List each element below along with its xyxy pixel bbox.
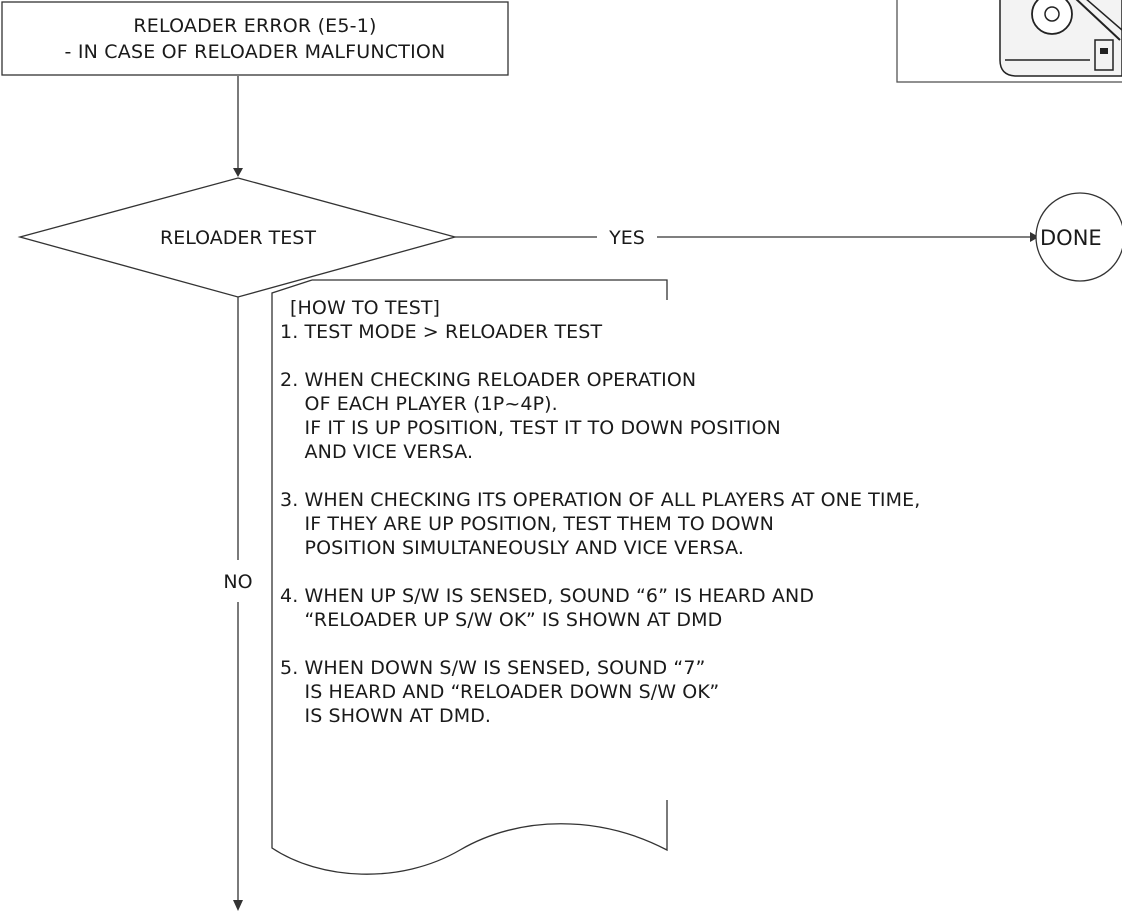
- arrowhead-no: [233, 900, 243, 911]
- step-3-line-3: POSITION SIMULTANEOUSLY AND VICE VERSA.: [280, 537, 744, 559]
- product-thumbnail: [896, 0, 1122, 83]
- done-terminal: [1035, 192, 1122, 282]
- step-4-line-2: “RELOADER UP S/W OK” IS SHOWN AT DMD: [280, 609, 723, 631]
- no-label: NO: [223, 571, 252, 593]
- step-3-line-1: 3. WHEN CHECKING ITS OPERATION OF ALL PL…: [280, 489, 921, 511]
- step-1-line-1: 1. TEST MODE > RELOADER TEST: [280, 321, 603, 343]
- how-to-heading: [HOW TO TEST]: [290, 297, 441, 319]
- arrowhead-decision: [233, 168, 243, 177]
- start-box-text: RELOADER ERROR (E5-1) - IN CASE OF RELOA…: [2, 0, 508, 78]
- start-box-title: RELOADER ERROR (E5-1): [133, 15, 377, 37]
- step-5-line-1: 5. WHEN DOWN S/W IS SENSED, SOUND “7”: [280, 657, 706, 679]
- yes-label: YES: [608, 227, 645, 249]
- how-to-test-note: [HOW TO TEST] 1. TEST MODE > RELOADER TE…: [280, 296, 1100, 728]
- step-2-line-2: OF EACH PLAYER (1P~4P).: [280, 393, 558, 415]
- step-2-line-3: IF IT IS UP POSITION, TEST IT TO DOWN PO…: [280, 417, 781, 439]
- note-shape: [271, 279, 668, 875]
- start-box-subtitle: - IN CASE OF RELOADER MALFUNCTION: [64, 41, 446, 63]
- step-3-line-2: IF THEY ARE UP POSITION, TEST THEM TO DO…: [280, 513, 774, 535]
- done-label: DONE: [1040, 226, 1102, 250]
- step-5-line-2: IS HEARD AND “RELOADER DOWN S/W OK”: [280, 681, 720, 703]
- step-2-line-4: AND VICE VERSA.: [280, 441, 474, 463]
- step-5-line-3: IS SHOWN AT DMD.: [280, 705, 492, 727]
- arrowhead-done: [1030, 232, 1039, 242]
- step-2-line-1: 2. WHEN CHECKING RELOADER OPERATION: [280, 369, 697, 391]
- start-box: [1, 1, 509, 76]
- decision-label: RELOADER TEST: [160, 227, 316, 249]
- step-4-line-1: 4. WHEN UP S/W IS SENSED, SOUND “6” IS H…: [280, 585, 815, 607]
